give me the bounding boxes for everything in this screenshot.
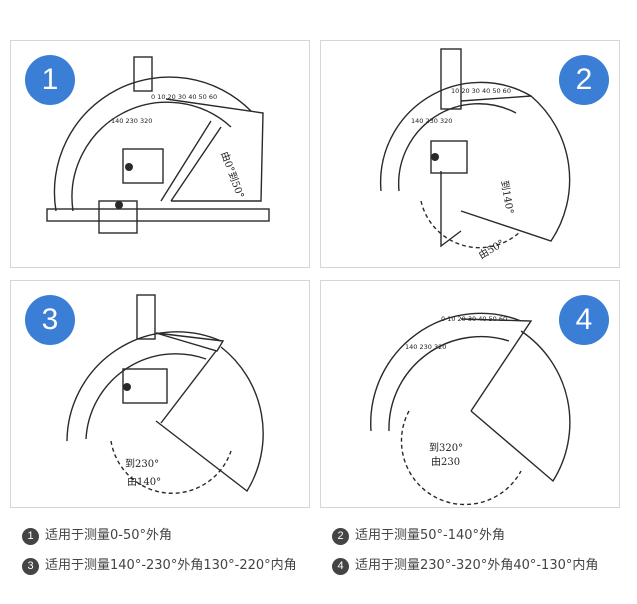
caption-text: 适用于测量50°-140°外角 [355, 528, 506, 543]
diagram-panel-4: 4 0 10 20 30 40 50 60 140 230 320 到320° … [320, 280, 620, 508]
caption-text: 适用于测量230°-320°外角40°-130°内角 [355, 558, 599, 573]
caption-3: 3 适用于测量140°-230°外角130°-220°内角 [22, 555, 297, 577]
caption-1: 1 适用于测量0-50°外角 [22, 525, 172, 547]
diagram-panel-2: 2 10 20 30 40 50 60 140 230 320 到140° 由5… [320, 40, 620, 268]
protractor-drawing: 0 10 20 30 40 50 60 140 230 320 到320° 由2… [370, 312, 571, 506]
scale-inner-labels: 140 230 320 [111, 117, 152, 125]
panel-number-badge: 4 [559, 295, 609, 345]
caption-number-badge: 2 [332, 527, 349, 545]
angle-annotation-from: 由140° [127, 475, 161, 488]
angle-annotation-to: 到140° [498, 179, 516, 215]
scale-inner-labels: 140 230 320 [405, 343, 446, 351]
panel-number-badge: 2 [559, 55, 609, 105]
angle-annotation-to: 到230° [125, 458, 159, 470]
scale-outer-labels: 0 10 20 30 40 50 60 [151, 93, 217, 101]
angle-annotation-from: 由230 [431, 455, 460, 468]
scale-inner-labels: 140 230 320 [411, 117, 452, 125]
diagram-panel-1: 1 0 10 20 30 40 50 60 140 230 320 由0°到50… [10, 40, 310, 268]
caption-2: 2 适用于测量50°-140°外角 [332, 525, 505, 547]
caption-4: 4 适用于测量230°-320°外角40°-130°内角 [332, 555, 598, 577]
caption-number-badge: 1 [22, 527, 39, 545]
protractor-drawing: 到230° 由140° [66, 294, 264, 494]
caption-text: 适用于测量140°-230°外角130°-220°内角 [45, 558, 297, 573]
caption-number-badge: 4 [332, 557, 349, 575]
angle-annotation: 由0°到50° [218, 150, 247, 201]
protractor-drawing: 0 10 20 30 40 50 60 140 230 320 由0°到50° [46, 56, 270, 234]
caption-text: 适用于测量0-50°外角 [45, 528, 173, 543]
scale-outer-labels: 0 10 20 30 40 50 60 [441, 315, 507, 323]
panel-number-badge: 1 [25, 55, 75, 105]
caption-number-badge: 3 [22, 557, 39, 575]
panel-number-badge: 3 [25, 295, 75, 345]
angle-annotation-from: 由50° [476, 236, 507, 261]
protractor-drawing: 10 20 30 40 50 60 140 230 320 到140° 由50° [379, 48, 571, 262]
angle-annotation-to: 到320° [429, 442, 463, 454]
diagram-panel-3: 3 到230° 由140° [10, 280, 310, 508]
scale-outer-labels: 10 20 30 40 50 60 [451, 87, 511, 95]
